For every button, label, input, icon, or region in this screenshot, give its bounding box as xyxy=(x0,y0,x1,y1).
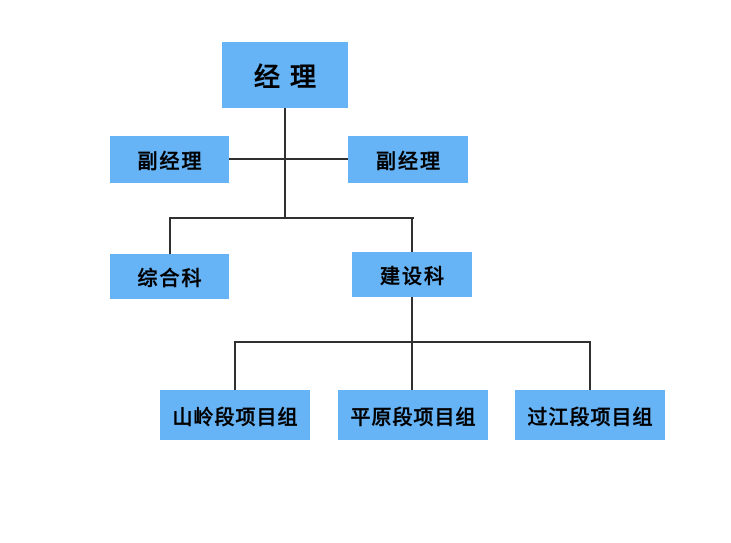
org-node-river-crossing-segment-team: 过江段项目组 xyxy=(515,390,665,440)
org-node-deputy-manager-left: 副经理 xyxy=(110,136,229,183)
org-node-manager: 经理 xyxy=(222,42,348,108)
connector-level3-horizontal xyxy=(169,217,414,219)
connector-river-team-drop xyxy=(589,341,591,390)
connector-level4-horizontal xyxy=(234,341,591,343)
connector-manager-vertical xyxy=(284,108,286,218)
org-node-plain-segment-team: 平原段项目组 xyxy=(338,390,488,440)
org-node-mountain-segment-team: 山岭段项目组 xyxy=(160,390,310,440)
connector-mountain-team-drop xyxy=(234,341,236,390)
org-node-general-affairs-section: 综合科 xyxy=(110,254,229,299)
org-node-deputy-manager-right: 副经理 xyxy=(348,136,468,183)
connector-construction-section-drop xyxy=(411,217,413,252)
connector-deputies-horizontal xyxy=(229,158,348,160)
org-node-construction-section: 建设科 xyxy=(352,252,472,297)
connector-construction-vertical xyxy=(411,297,413,390)
connector-general-section-drop xyxy=(169,217,171,254)
